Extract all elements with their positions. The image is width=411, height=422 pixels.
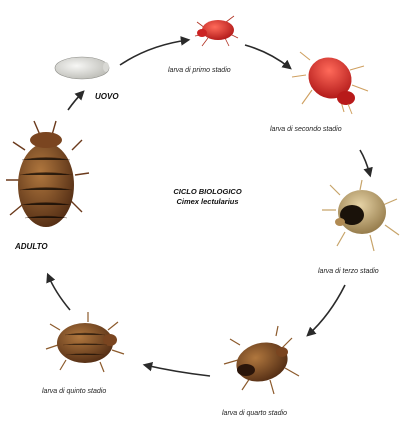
- stage-label-larva4: larva di quarto stadio: [222, 410, 287, 417]
- larva2-image: [292, 50, 368, 114]
- stage-label-larva1: larva di primo stadio: [168, 67, 231, 74]
- center-title: CICLO BIOLOGICO: [145, 187, 270, 197]
- larva3-image: [322, 180, 399, 251]
- center-subtitle: Cimex lectularius: [145, 197, 270, 207]
- stage-label-adult: ADULTO: [15, 242, 48, 251]
- stage-label-egg: UOVO: [95, 92, 119, 101]
- egg-image: [55, 57, 109, 79]
- larva4-image: [224, 326, 299, 394]
- stage-label-larva2: larva di secondo stadio: [270, 126, 342, 133]
- center-title-block: CICLO BIOLOGICO Cimex lectularius: [145, 187, 270, 207]
- larva5-image: [46, 312, 124, 372]
- stage-label-larva5: larva di quinto stadio: [42, 388, 106, 395]
- stage-label-larva3: larva di terzo stadio: [318, 268, 379, 275]
- adult-image: [6, 121, 89, 227]
- larva1-image: [195, 16, 238, 46]
